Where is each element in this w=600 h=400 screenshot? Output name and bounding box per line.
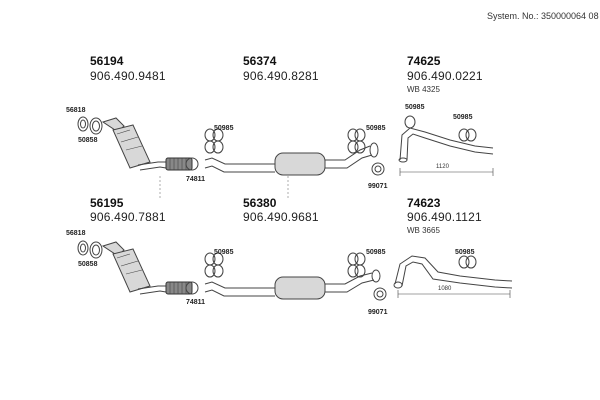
tailpipe-bottom xyxy=(393,255,513,298)
part-number-56374: 56374 xyxy=(243,54,277,68)
system-number: System. No.: 350000064 08 xyxy=(487,11,599,21)
label-clamp-bottom-left: 50985 xyxy=(214,249,234,256)
label-gasket-top: 56818 xyxy=(66,107,86,114)
gasket-ring-top xyxy=(77,116,103,135)
label-clamp-bottom-right: 50985 xyxy=(455,249,475,256)
oem-number-3: 906.490.0221 xyxy=(407,69,483,83)
part-number-74625: 74625 xyxy=(407,54,441,68)
label-clamp-top-mid: 50985 xyxy=(366,125,386,132)
wb-code-bottom: WB 3665 xyxy=(407,226,440,235)
label-clamp-top-right-a: 50985 xyxy=(405,104,425,111)
tailpipe-top xyxy=(398,127,494,176)
label-clamp-bottom-mid: 50985 xyxy=(366,249,386,256)
part-number-56194: 56194 xyxy=(90,54,124,68)
catalytic-converter-bottom xyxy=(101,241,167,295)
middle-muffler-bottom xyxy=(204,269,381,300)
label-ring-top: 50858 xyxy=(78,137,98,144)
label-clamp-top-left: 50985 xyxy=(214,125,234,132)
label-coupler-top: 74811 xyxy=(186,176,206,183)
label-coupler-bottom: 74811 xyxy=(186,299,206,306)
tail-clamp-top xyxy=(371,162,385,176)
dimension-top: 1120 xyxy=(436,164,449,170)
label-ring-bottom: 50858 xyxy=(78,261,98,268)
clamps-top-right xyxy=(404,115,477,142)
clamps-bottom-left xyxy=(204,252,224,278)
label-clamp-top-right-b: 50985 xyxy=(453,114,473,121)
middle-muffler-top xyxy=(204,142,379,176)
part-number-56195: 56195 xyxy=(90,196,124,210)
tail-clamp-bottom xyxy=(373,287,387,301)
oem-number-4: 906.490.7881 xyxy=(90,210,166,224)
flex-coupler-top xyxy=(165,157,199,171)
label-tail-clamp-top: 99071 xyxy=(368,183,388,190)
clamps-top-left xyxy=(204,128,224,154)
catalytic-converter-top xyxy=(101,117,167,171)
oem-number-6: 906.490.1121 xyxy=(407,210,482,224)
oem-number-5: 906.490.9681 xyxy=(243,210,319,224)
dimension-bottom: 1080 xyxy=(438,286,452,292)
label-gasket-bottom: 56818 xyxy=(66,230,86,237)
part-number-56380: 56380 xyxy=(243,196,277,210)
flex-coupler-bottom xyxy=(165,281,199,295)
wb-code-top: WB 4325 xyxy=(407,85,440,94)
clamps-bottom-mid xyxy=(347,252,366,278)
label-tail-clamp-bottom: 99071 xyxy=(368,309,388,316)
part-number-74623: 74623 xyxy=(407,196,441,210)
clamps-top-mid xyxy=(347,128,366,154)
oem-number-1: 906.490.9481 xyxy=(90,69,166,83)
clamps-bottom-right xyxy=(458,255,477,269)
gasket-ring-bottom xyxy=(77,240,103,259)
oem-number-2: 906.490.8281 xyxy=(243,69,319,83)
